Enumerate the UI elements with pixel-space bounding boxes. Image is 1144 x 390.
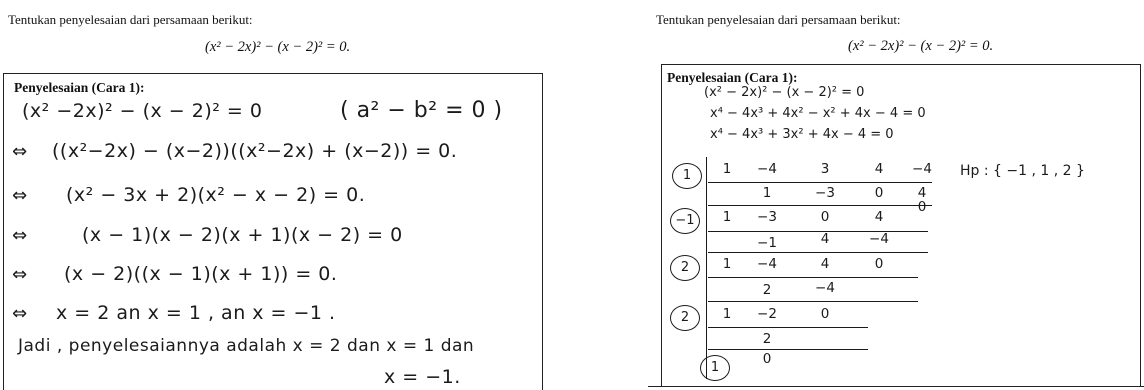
- root-circle: 1: [672, 163, 702, 189]
- row-underline: [708, 252, 928, 253]
- root-circle: 1: [700, 355, 730, 381]
- row-underline: [708, 349, 868, 350]
- row-underline: [708, 231, 928, 232]
- row-underline: [708, 301, 918, 302]
- product-cell: 0: [874, 185, 884, 201]
- coef-cell: −3: [757, 209, 777, 225]
- work-line-3: x⁴ − 4x³ + 3x² + 4x − 4 = 0: [710, 127, 894, 142]
- coef-cell: −2: [757, 306, 777, 322]
- coef-cell: −4: [757, 161, 777, 177]
- equivalence-arrow: ⇔: [12, 264, 28, 285]
- coef-cell: 1: [722, 306, 732, 322]
- root-circle: 2: [670, 255, 700, 281]
- right-worksheet: Tentukan penyelesaian dari persamaan ber…: [648, 0, 1144, 389]
- left-worksheet: Tentukan penyelesaian dari persamaan ber…: [0, 0, 548, 390]
- page-bottom-rule: [648, 386, 1144, 387]
- conclusion-tail: x = −1.: [384, 366, 461, 388]
- coef-cell: 3: [820, 161, 830, 177]
- row-underline: [708, 182, 932, 183]
- root-circle: 2: [670, 305, 700, 331]
- product-cell: 2: [762, 331, 772, 347]
- product-cell: −4: [869, 231, 889, 247]
- equivalence-arrow: ⇔: [12, 141, 28, 162]
- solution-title: Penyelesaian (Cara 1):: [667, 70, 798, 85]
- coef-cell: −4: [757, 256, 777, 272]
- problem-equation: (x² − 2x)² − (x − 2)² = 0.: [848, 38, 994, 54]
- remainder-cell: 0: [917, 199, 927, 215]
- coef-cell: 1: [722, 256, 732, 272]
- coef-cell: 4: [874, 161, 884, 177]
- step-line-6: x = 2 an x = 1 , an x = −1 .: [56, 302, 336, 324]
- work-line-2: x⁴ − 4x³ + 4x² − x² + 4x − 4 = 0: [710, 106, 926, 121]
- coef-cell: 0: [762, 351, 772, 367]
- equivalence-arrow: ⇔: [12, 303, 28, 324]
- step-line-4: (x − 1)(x − 2)(x + 1)(x − 2) = 0: [82, 224, 403, 246]
- step-line-1: (x² −2x)² − (x − 2)² = 0: [22, 100, 263, 122]
- coef-cell: 4: [874, 209, 884, 225]
- solution-box-cara2: Penyelesaian (Cara 1): (x² − 2x)² − (x −…: [661, 64, 1141, 387]
- coef-cell: 0: [820, 209, 830, 225]
- row-underline: [708, 205, 932, 206]
- division-bar: [706, 157, 707, 379]
- product-cell: 4: [917, 185, 927, 201]
- row-underline: [708, 327, 868, 328]
- solution-set: Hp : { −1 , 1 , 2 }: [960, 163, 1085, 179]
- equivalence-arrow: ⇔: [12, 185, 28, 206]
- identity-note: ( a² − b² = 0 ): [340, 98, 503, 123]
- product-cell: −3: [815, 185, 835, 201]
- coef-cell: 0: [874, 256, 884, 272]
- solution-box-cara1: Penyelesaian (Cara 1): (x² −2x)² − (x − …: [3, 73, 543, 390]
- coef-cell: 4: [820, 256, 830, 272]
- product-cell: 2: [762, 282, 772, 298]
- step-line-2: ((x²−2x) − (x−2))((x²−2x) + (x−2)) = 0.: [52, 140, 458, 162]
- row-underline: [708, 277, 918, 278]
- coef-cell: 0: [820, 306, 830, 322]
- product-cell: 1: [762, 185, 772, 201]
- root-circle: −1: [670, 208, 700, 234]
- equivalence-arrow: ⇔: [12, 225, 28, 246]
- product-cell: −1: [757, 235, 777, 251]
- conclusion-line: Jadi , penyelesaiannya adalah x = 2 dan …: [18, 336, 475, 356]
- solution-title: Penyelesaian (Cara 1):: [14, 80, 145, 95]
- product-cell: 4: [820, 231, 830, 247]
- product-cell: −4: [815, 280, 835, 296]
- coef-cell: 1: [722, 161, 732, 177]
- problem-prompt: Tentukan penyelesaian dari persamaan ber…: [656, 12, 901, 27]
- coef-cell: 1: [722, 209, 732, 225]
- step-line-5: (x − 2)((x − 1)(x + 1)) = 0.: [64, 263, 338, 285]
- problem-equation: (x² − 2x)² − (x − 2)² = 0.: [205, 39, 351, 55]
- step-line-3: (x² − 3x + 2)(x² − x − 2) = 0.: [66, 184, 366, 206]
- coef-cell: −4: [912, 161, 932, 177]
- work-line-1: (x² − 2x)² − (x − 2)² = 0: [704, 85, 865, 100]
- problem-prompt: Tentukan penyelesaian dari persamaan ber…: [8, 12, 253, 27]
